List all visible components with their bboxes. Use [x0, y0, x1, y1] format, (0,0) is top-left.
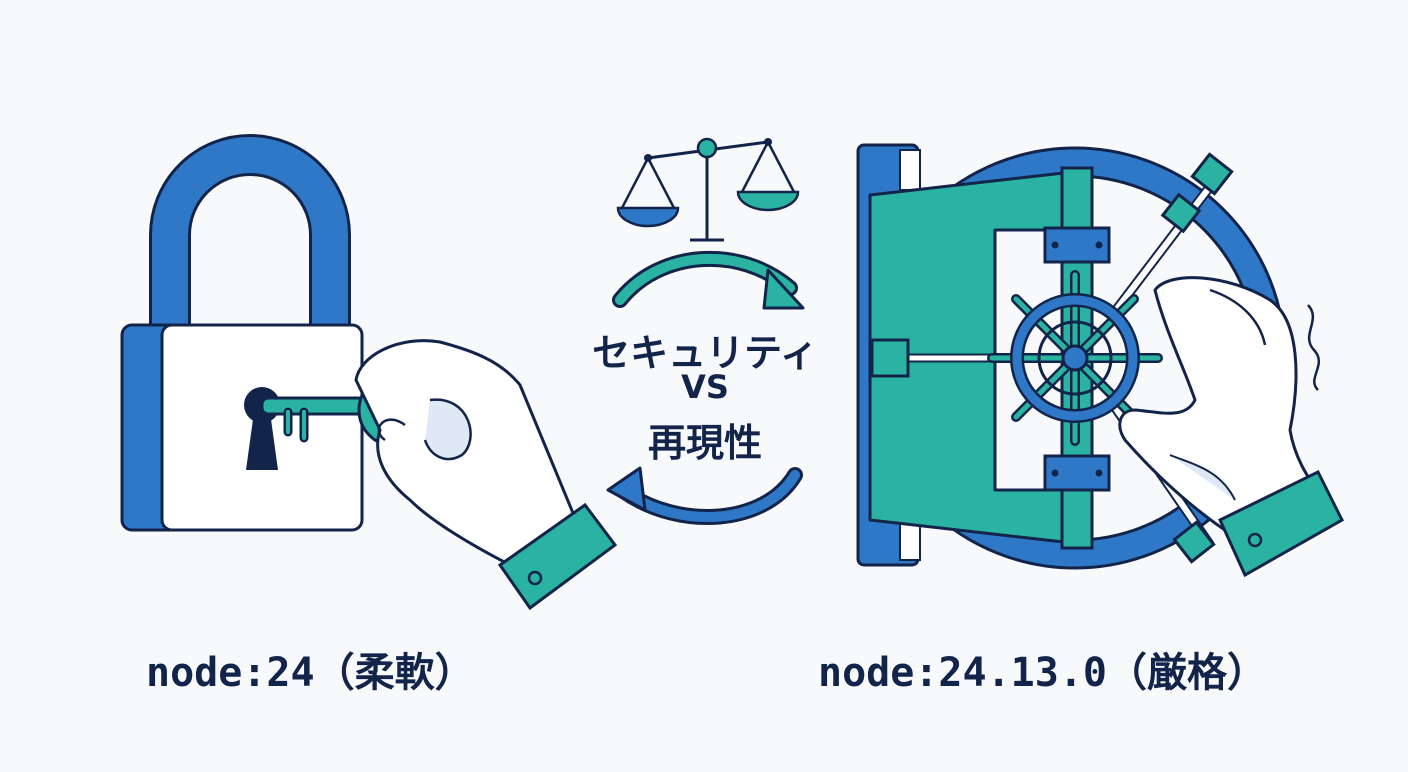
left-caption: node:24（柔軟）	[146, 650, 475, 696]
right-caption: node:24.13.0（厳格）	[818, 650, 1267, 696]
padlock-icon	[120, 134, 364, 532]
cycle-arrows-icon	[606, 250, 805, 525]
left-hand-icon	[354, 339, 618, 611]
vault-door-icon	[856, 143, 1287, 570]
balance-scale-icon	[616, 137, 800, 242]
center-title-security: セキュリティ	[592, 331, 818, 375]
wheel-handle-icon	[987, 270, 1163, 446]
center-title-vs: VS	[681, 368, 729, 406]
right-hand-icon	[1118, 276, 1344, 578]
center-title-reproducibility: 再現性	[647, 421, 762, 465]
